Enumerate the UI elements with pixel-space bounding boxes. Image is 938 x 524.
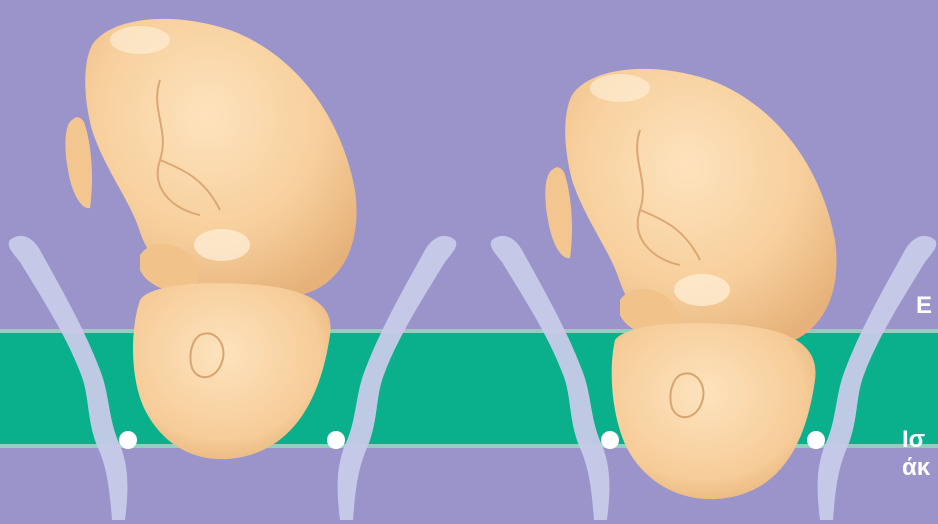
pelvis-right-figure-1 [327,236,456,520]
baby-figure-1 [65,19,356,459]
pelvis-left-figure-2 [491,236,619,520]
pelvis-left-figure-1 [9,236,137,520]
caption-label-3: άκ [902,454,930,482]
caption-label-1: Ε [916,292,932,320]
caption-label-2: Ισ [902,426,925,454]
